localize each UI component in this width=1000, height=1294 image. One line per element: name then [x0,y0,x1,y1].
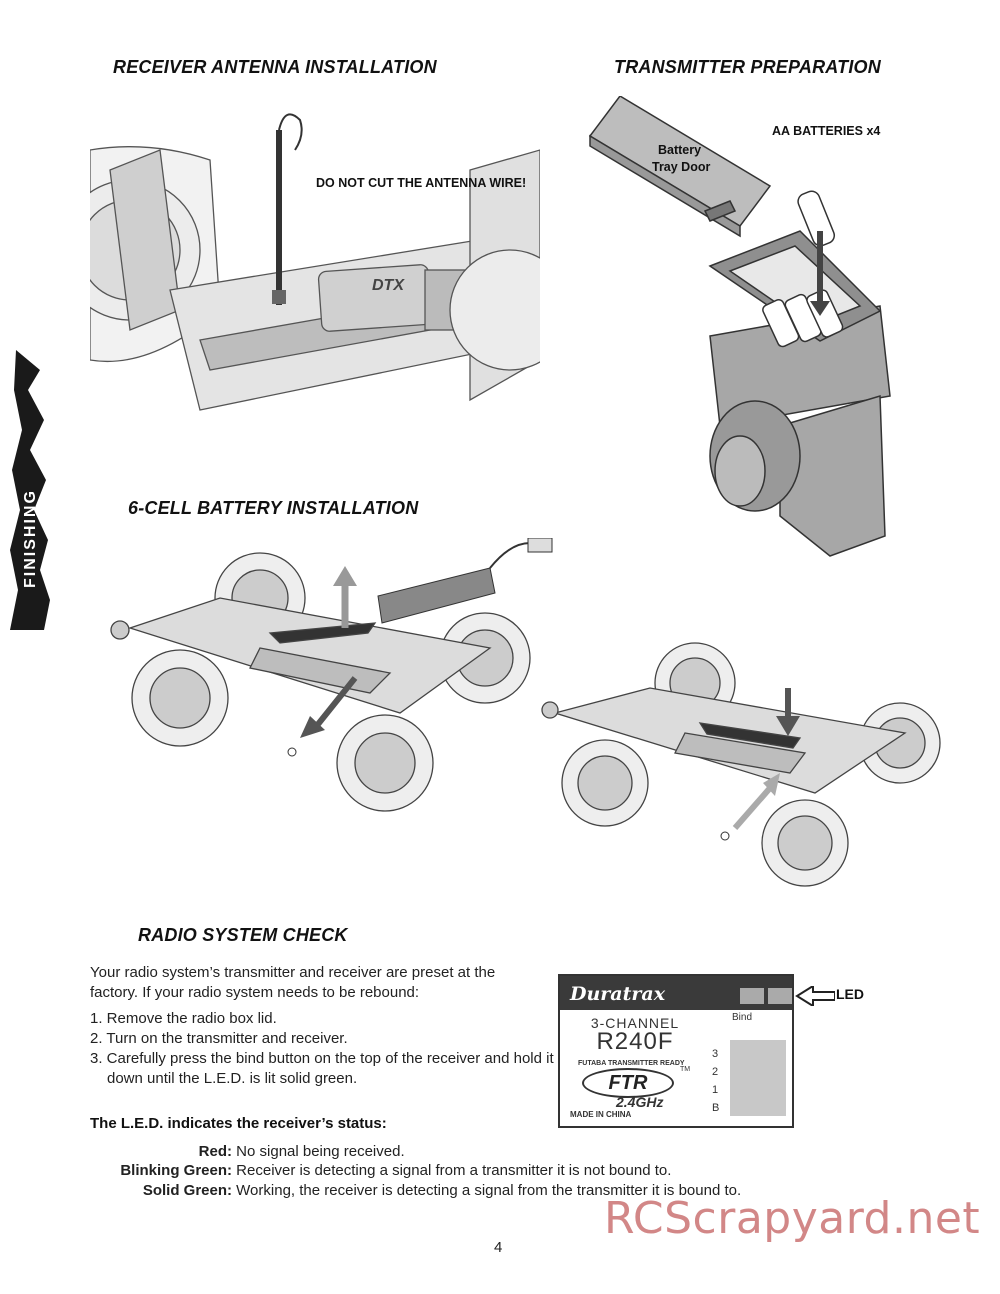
aa-batteries-label: AA BATTERIES x4 [772,124,881,138]
antenna-warning: DO NOT CUT THE ANTENNA WIRE! [316,176,527,190]
antenna-tube [272,113,303,305]
led-status-red: Red: No signal being received. [0,1142,405,1162]
led-status-value: No signal being received. [236,1143,405,1160]
radio-check-title: RADIO SYSTEM CHECK [138,925,348,945]
trademark-mark: TM [680,1066,691,1073]
servo-pin-header [730,1040,786,1116]
receiver-brand: Duratrax [570,983,666,1005]
led-status-value: Working, the receiver is detecting a sig… [236,1182,742,1199]
rebind-step: 2. Turn on the transmitter and receiver. [90,1030,348,1047]
aa-battery-icon [797,190,836,247]
rebind-step: 3. Carefully press the bind button on th… [90,1050,554,1087]
ftr-ready-text: FUTABA TRANSMITTER READY [578,1060,685,1067]
pin-label: 2 [712,1066,719,1078]
led-status-key: Solid Green: [142,1182,232,1199]
led-status-blinking-green: Blinking Green: Receiver is detecting a … [0,1161,671,1181]
receiver-led [768,988,792,1004]
led-status-title: The L.E.D. indicates the receiver’s stat… [90,1115,387,1132]
battery-removal-illustration [110,538,553,812]
led-status-key: Red: [198,1143,232,1160]
side-tab-label: FINISHING [22,489,39,588]
radio-intro-line-1: Your radio system’s transmitter and rece… [90,964,496,981]
transmitter-illustration [588,96,891,557]
page-number: 4 [494,1239,503,1256]
bind-button-label: Bind [732,1012,753,1023]
receiver-model: R240F [596,1028,674,1055]
led-arrow-icon [795,986,835,1006]
pin-label: B [712,1102,720,1114]
rebind-step: 1. Remove the radio box lid. [90,1010,277,1027]
battery-install-illustration [541,642,941,887]
led-status-key: Blinking Green: [120,1162,232,1179]
side-tab-brush [10,350,50,630]
led-label: LED [836,986,864,1002]
receiver-made-in: MADE IN CHINA [570,1110,632,1119]
battery-pack [377,538,553,624]
battery-door-label-2: Tray Door [652,160,711,174]
ftr-logo: FTR [582,1068,674,1098]
receiver-channels: 3-CHANNEL [590,1015,680,1031]
antenna-section-title: RECEIVER ANTENNA INSTALLATION [113,57,437,77]
battery-door-label-1: Battery [658,143,702,157]
battery-section-title: 6-CELL BATTERY INSTALLATION [128,498,419,518]
battery-strap [268,622,377,644]
receiver-frequency: 2.4GHz [616,1094,664,1110]
pin-label: 1 [712,1084,719,1096]
watermark: RCScrapyard.net [604,1193,981,1244]
pin-label: 3 [712,1048,719,1060]
led-status-solid-green: Solid Green: Working, the receiver is de… [0,1181,741,1201]
radio-intro-line-2: factory. If your radio system needs to b… [90,984,420,1001]
receiver-window [740,988,764,1004]
transmitter-section-title: TRANSMITTER PREPARATION [614,57,881,77]
led-status-value: Receiver is detecting a signal from a tr… [236,1162,672,1179]
receiver-diagram: Duratrax Bind 3-CHANNEL R240F FUTABA TRA… [558,974,794,1128]
antenna-illustration: DTX [90,110,540,422]
rebind-steps: 1. Remove the radio box lid. 2. Turn on … [90,1009,560,1089]
chassis-logo: DTX [372,277,405,294]
